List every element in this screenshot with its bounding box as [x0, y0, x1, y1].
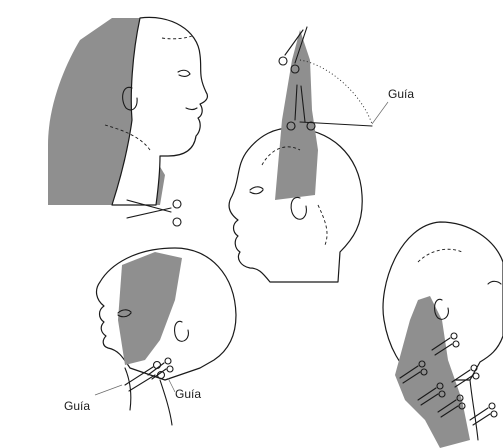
figure-nape-section-left [95, 248, 236, 425]
figure-elevated-section [229, 30, 388, 282]
label-guia-bottom-left: Guía [64, 399, 90, 413]
label-guia-top: Guía [388, 87, 414, 101]
figure-layered-nape-right [383, 222, 503, 448]
elevated-hair-section [275, 30, 318, 200]
figure-long-hair-head [48, 17, 207, 205]
label-guia-bottom-center: Guía [175, 387, 201, 401]
